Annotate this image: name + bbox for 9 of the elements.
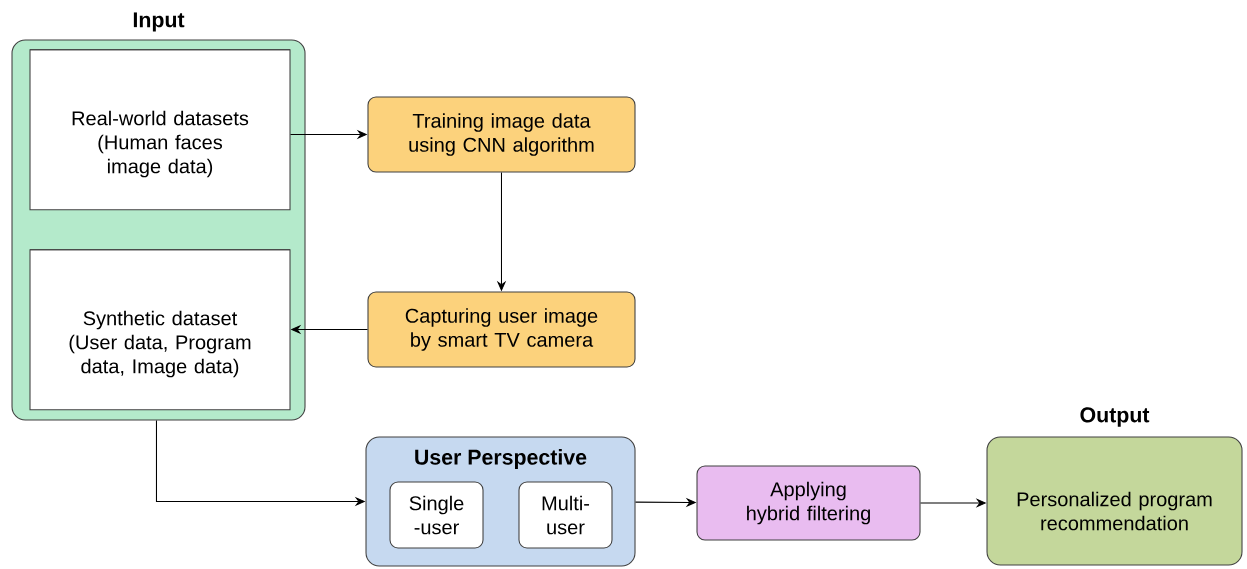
process-box: Single -user xyxy=(389,481,484,549)
database-cylinder: Synthetic dataset (User data, Program data, Image data) xyxy=(29,249,291,411)
database-cylinder: Real-world datasets (Human faces image data) xyxy=(29,49,291,211)
process-box: Capturing user image by smart TV camera xyxy=(367,291,636,368)
process-box: Multi- user xyxy=(518,481,613,549)
box-text: Personalized program recommendation xyxy=(1017,491,1212,531)
process-box: Applying hybrid filtering xyxy=(696,465,921,541)
process-box: Training image data using CNN algorithm xyxy=(367,96,636,173)
node-label: Input xyxy=(133,12,185,32)
